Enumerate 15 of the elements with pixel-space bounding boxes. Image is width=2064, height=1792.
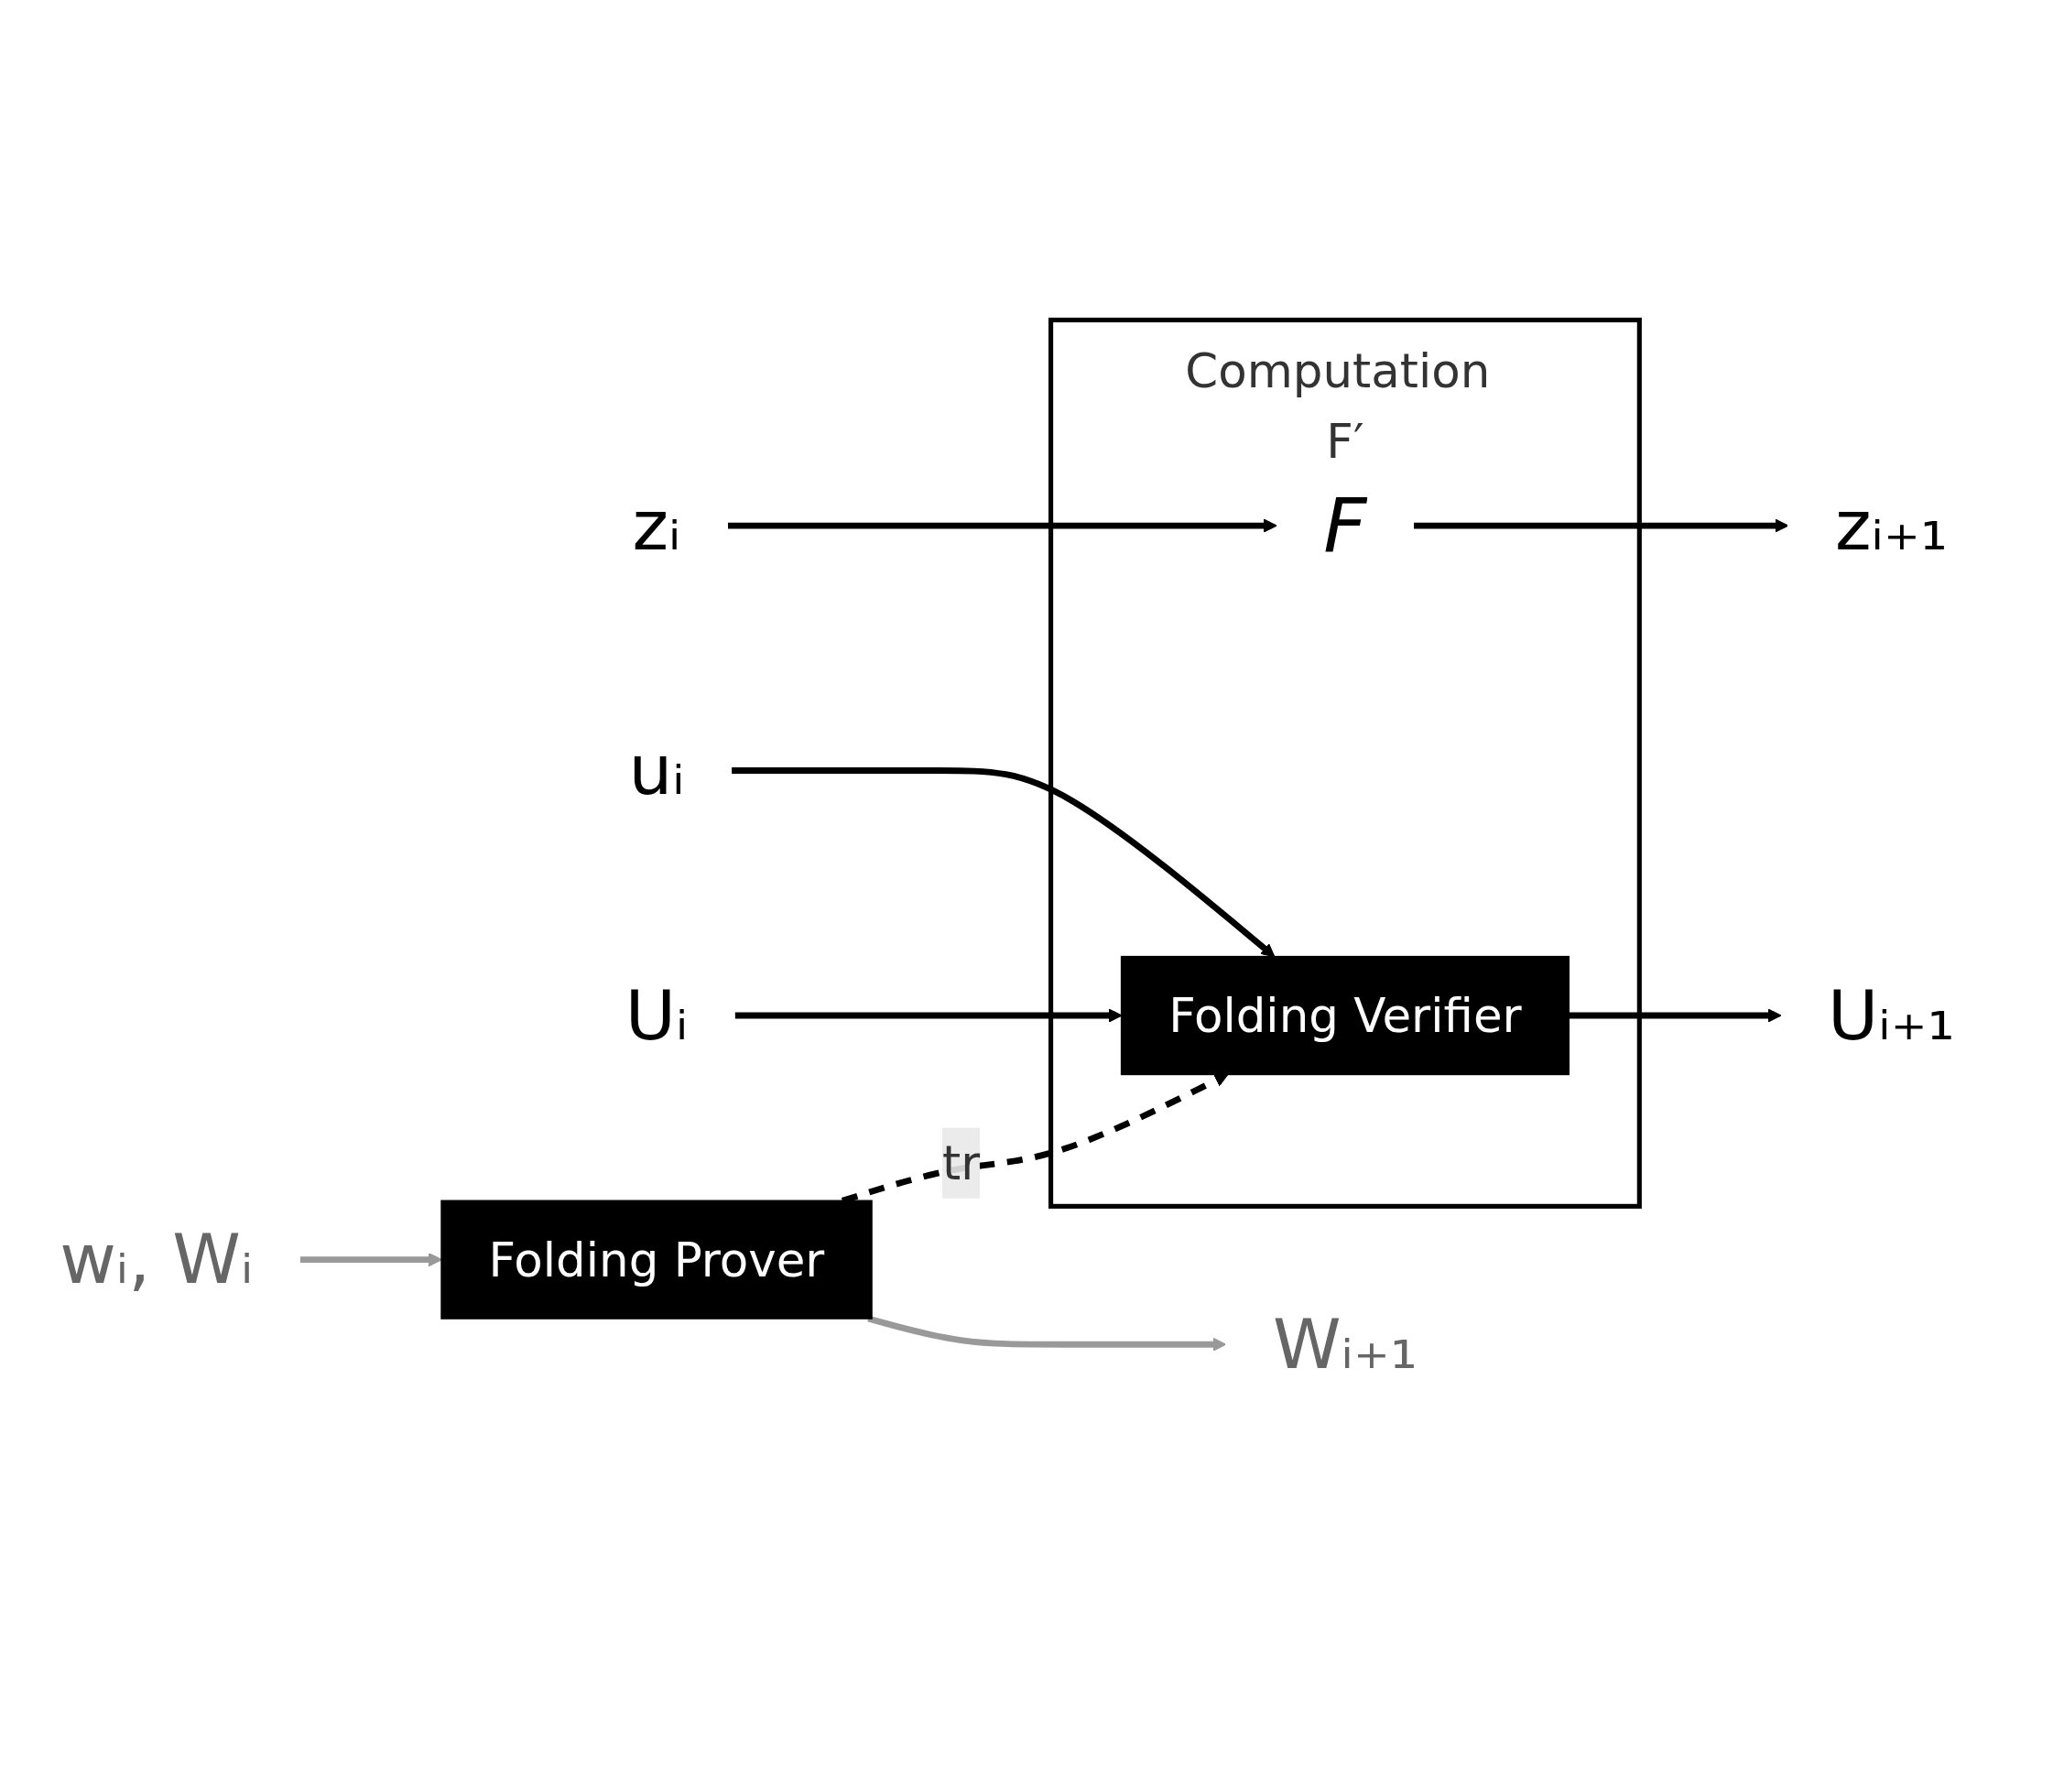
- node-text: uᵢ: [628, 729, 685, 810]
- node-text: Wᵢ₊₁: [1272, 1303, 1418, 1385]
- node-text: Uᵢ: [625, 974, 689, 1055]
- arrow: [1414, 518, 1789, 533]
- node-text: F: [1323, 482, 1367, 570]
- arrow: [299, 1253, 442, 1267]
- arrow: [867, 1315, 1227, 1352]
- arrow: [1569, 1008, 1782, 1023]
- node-text: zᵢ₊₁: [1834, 484, 1949, 565]
- node-box: Folding Prover: [440, 1200, 873, 1320]
- node-box: Folding Verifier: [1120, 955, 1570, 1076]
- node-text: Uᵢ₊₁: [1828, 974, 1955, 1055]
- node-text: zᵢ: [632, 484, 681, 565]
- node-text: wᵢ, Wᵢ: [60, 1219, 254, 1299]
- edge-label: tr: [942, 1135, 981, 1191]
